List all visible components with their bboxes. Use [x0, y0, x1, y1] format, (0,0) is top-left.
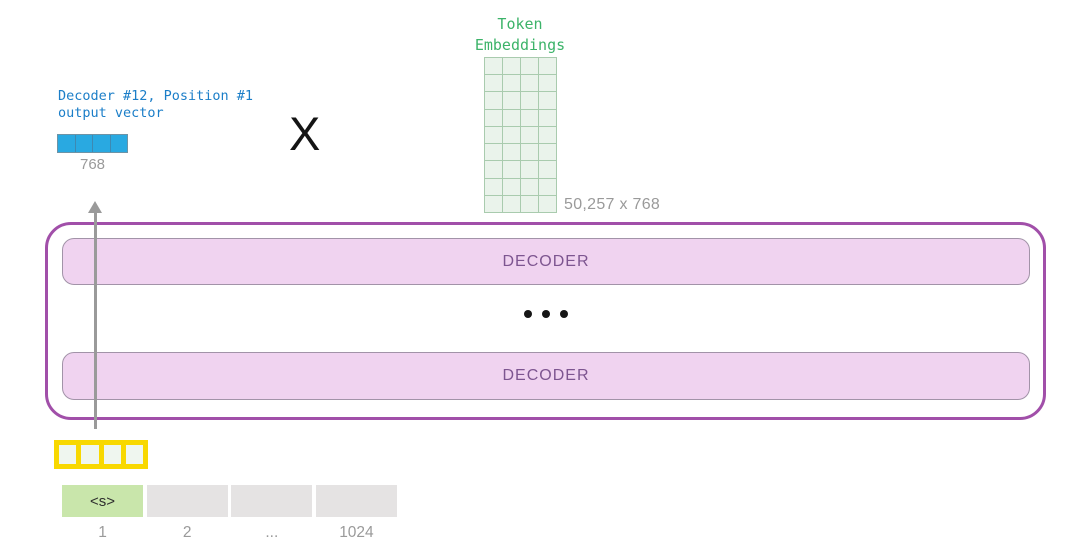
embedding-matrix-cell — [539, 195, 557, 213]
ellipsis-dot — [560, 310, 568, 318]
output-vector-cell — [93, 135, 111, 152]
embedding-matrix-cell — [485, 178, 503, 196]
ellipsis-dot — [542, 310, 550, 318]
flow-arrow-line — [94, 211, 97, 429]
token-embeddings-label: Token Embeddings — [430, 14, 610, 56]
embedding-matrix-cell — [485, 75, 503, 93]
embedding-matrix-cell — [503, 75, 521, 93]
embedding-matrix-cell — [539, 161, 557, 179]
decoder-box-bottom: DECODER — [62, 352, 1030, 400]
position-label-ellipsis: ... — [265, 524, 279, 541]
decoder-box-bottom-label: DECODER — [502, 367, 590, 384]
input-vector-cell — [81, 445, 99, 464]
embedding-matrix-cell — [503, 195, 521, 213]
input-vector-cell — [59, 445, 77, 464]
output-vector-cell — [110, 135, 127, 152]
embedding-matrix-cell — [539, 109, 557, 127]
embedding-matrix-cell — [503, 109, 521, 127]
embedding-matrix-cell — [521, 178, 539, 196]
embedding-matrix-cell — [539, 92, 557, 110]
token-embeddings-grid — [484, 57, 557, 213]
embedding-matrix-cell — [521, 161, 539, 179]
output-vector-label: Decoder #12, Position #1 output vector — [58, 88, 254, 121]
decoder-stack-ellipsis-dots — [496, 309, 596, 319]
decoder-box-top: DECODER — [62, 238, 1030, 285]
embedding-matrix-cell — [521, 126, 539, 145]
decoder-stack-container — [45, 222, 1046, 420]
embedding-matrix-cell — [503, 161, 521, 179]
position-labels-row: 1 2 ... 1024 — [62, 524, 397, 544]
start-token-label: <s> — [90, 492, 116, 510]
input-vector-cell — [103, 445, 121, 464]
embedding-matrix-cell — [539, 75, 557, 93]
ellipsis-dot — [524, 310, 532, 318]
decoder-box-top-label: DECODER — [502, 252, 590, 270]
input-vector-cell — [125, 445, 143, 464]
position-label-1024: 1024 — [339, 524, 374, 541]
embedding-matrix-cell — [485, 144, 503, 162]
position-label-2: 2 — [182, 524, 192, 541]
token-cell — [315, 485, 397, 517]
input-embedding-vector — [54, 440, 148, 469]
token-embeddings-label-line1: Token — [497, 15, 543, 33]
embedding-matrix-cell — [539, 144, 557, 162]
token-cell-start: <s> — [62, 485, 144, 517]
output-vector-cell — [75, 135, 93, 152]
output-vector — [57, 134, 128, 153]
embedding-matrix-cell — [485, 195, 503, 213]
output-vector-size-label: 768 — [79, 156, 106, 173]
embedding-matrix-cell — [503, 126, 521, 145]
embedding-matrix-cell — [521, 75, 539, 93]
token-cell — [146, 485, 228, 517]
embedding-matrix-cell — [521, 195, 539, 213]
embedding-matrix-cell — [485, 92, 503, 110]
token-cell — [231, 485, 313, 517]
embedding-matrix-cell — [539, 126, 557, 145]
embeddings-dimensions-label: 50,257 x 768 — [564, 196, 661, 213]
embedding-matrix-cell — [485, 58, 503, 76]
embedding-matrix-cell — [539, 178, 557, 196]
embedding-matrix-cell — [521, 58, 539, 76]
token-embeddings-label-line2: Embeddings — [474, 36, 566, 54]
token-row: <s> — [62, 485, 397, 517]
multiply-symbol: X — [289, 107, 321, 160]
embedding-matrix-cell — [503, 178, 521, 196]
embedding-matrix-cell — [485, 161, 503, 179]
flow-arrow-head — [88, 201, 102, 213]
embedding-matrix-cell — [521, 144, 539, 162]
embedding-matrix-cell — [521, 92, 539, 110]
embedding-matrix-cell — [539, 58, 557, 76]
output-vector-cell — [58, 135, 76, 152]
embedding-matrix-cell — [485, 109, 503, 127]
embedding-matrix-cell — [503, 92, 521, 110]
embedding-matrix-cell — [521, 109, 539, 127]
embedding-matrix-cell — [503, 144, 521, 162]
embedding-matrix-cell — [485, 126, 503, 145]
embedding-matrix-cell — [503, 58, 521, 76]
position-label-1: 1 — [98, 524, 107, 541]
